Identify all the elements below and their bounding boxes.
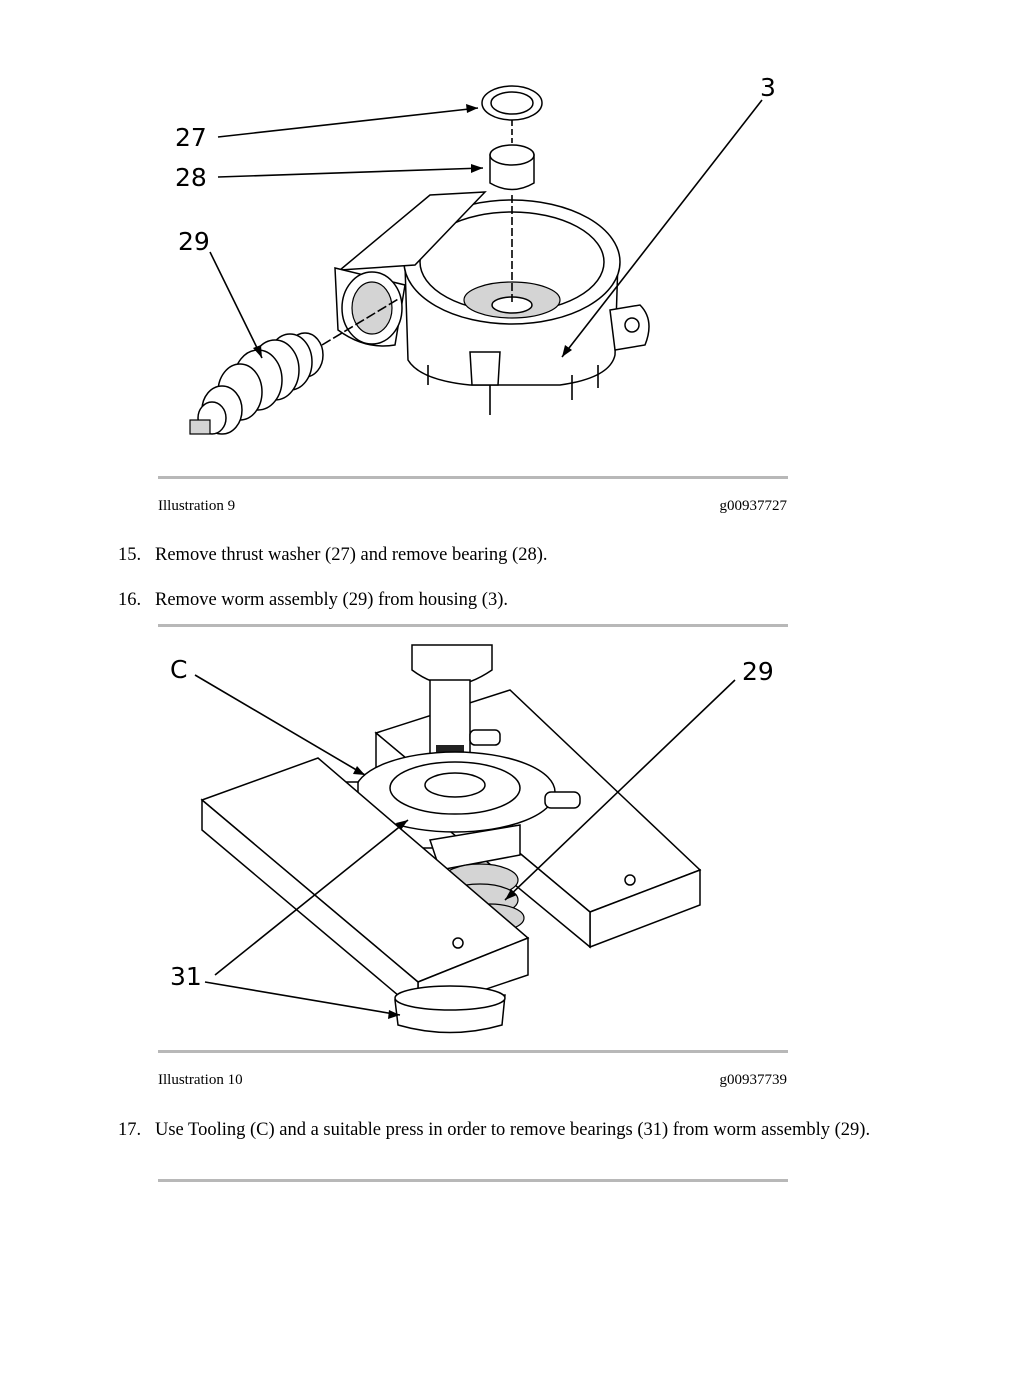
illustration-10-code: g00937739 [719, 1072, 788, 1088]
illustration-9-caption: Illustration 9 [158, 498, 236, 514]
figure-rule-top-10 [158, 624, 788, 627]
illustration-9-code: g00937727 [719, 498, 788, 514]
thrust-washer-part [481, 85, 543, 121]
step-number: 17. [118, 1120, 142, 1140]
step-number: 16. [118, 590, 142, 610]
callout-28: 28 [175, 163, 207, 192]
step-text: Remove thrust washer (27) and remove bea… [155, 545, 548, 565]
figure-rule-top-9 [158, 476, 788, 479]
callout-3: 3 [760, 73, 776, 102]
worm-assembly-part [189, 297, 401, 435]
figure-rule-bottom-10 [158, 1050, 788, 1053]
callout-29: 29 [178, 227, 210, 256]
illustration-9-diagram: 27 28 29 3 [175, 73, 776, 435]
step-text: Remove worm assembly (29) from housing (… [155, 590, 508, 610]
illustration-10-diagram: C 29 31 [170, 644, 774, 1034]
bearing-part [489, 144, 535, 191]
illustration-10-caption: Illustration 10 [158, 1072, 243, 1088]
callout-29: 29 [742, 657, 774, 686]
callout-31: 31 [170, 962, 202, 991]
callout-27: 27 [175, 123, 207, 152]
bearing-part [394, 985, 506, 1034]
figure-rule-top-11 [158, 1179, 788, 1182]
step-number: 15. [118, 545, 142, 565]
step-text: Use Tooling (C) and a suitable press in … [155, 1120, 871, 1140]
callout-c: C [170, 655, 187, 684]
support-block-front [200, 757, 530, 1014]
housing-part [334, 191, 650, 415]
